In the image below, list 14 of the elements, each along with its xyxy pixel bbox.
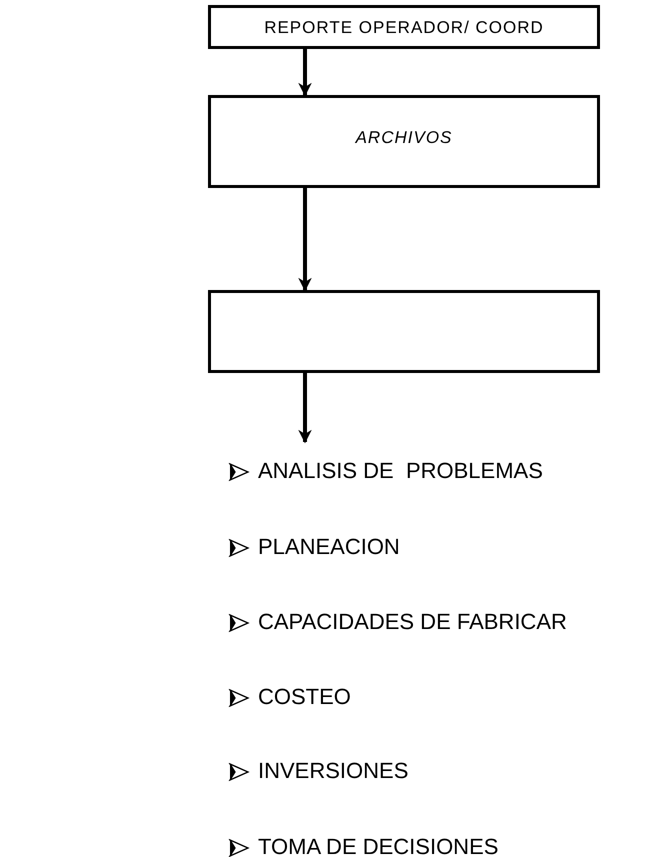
process-box xyxy=(208,290,600,373)
arrow xyxy=(298,49,312,96)
box-label: ARCHIVOS xyxy=(354,128,454,148)
arrow xyxy=(298,373,312,444)
list-item: CAPACIDADES DE FABRICAR xyxy=(258,609,567,635)
box-label: REPORTE OPERADOR/ COORD xyxy=(263,18,545,38)
list-item: INVERSIONES xyxy=(258,758,408,784)
list-item: COSTEO xyxy=(258,684,351,710)
list-item: TOMA DE DECISIONES xyxy=(258,834,498,857)
process-box xyxy=(208,5,600,49)
list-item: ANALISIS DE PROBLEMAS xyxy=(258,458,543,484)
process-box xyxy=(208,95,600,188)
list-item: PLANEACION xyxy=(258,534,400,560)
arrow xyxy=(298,188,312,292)
